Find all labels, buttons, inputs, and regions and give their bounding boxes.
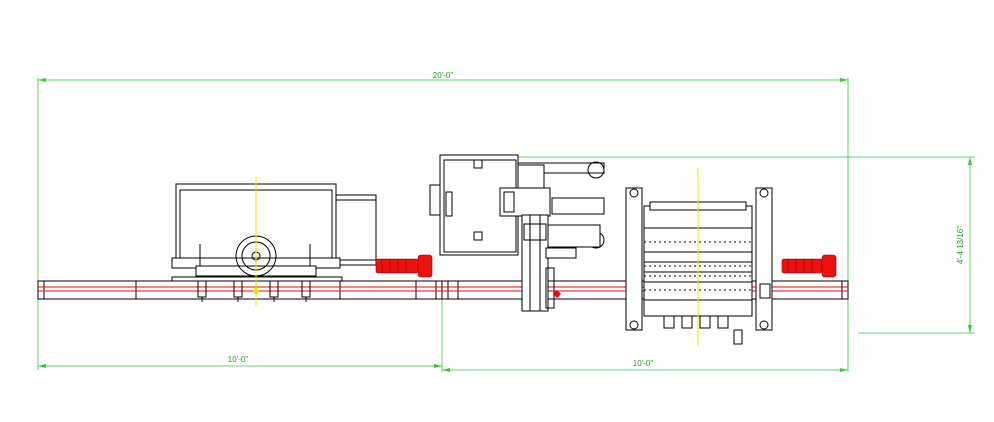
transfer-mechanism (499, 161, 605, 312)
hopper-feet (197, 280, 311, 302)
height-dimension: 4'-4 13/16" (480, 156, 975, 334)
overall-length-label: 20'-0" (433, 71, 454, 80)
left-drive-motor (375, 254, 433, 278)
centerline-marker (253, 288, 259, 294)
control-cabinet (429, 154, 519, 256)
hopper-unit (171, 176, 377, 306)
overall-length-dimension: 20'-0" (37, 71, 849, 372)
processing-unit (625, 168, 773, 346)
left-section-label: 10'-0" (228, 355, 249, 364)
right-drive-motor (781, 254, 837, 278)
left-section-dimension: 10'-0" (38, 290, 443, 372)
red-marker (553, 290, 561, 298)
height-label: 4'-4 13/16" (956, 226, 965, 264)
right-section-dimension: 10'-0" (442, 359, 848, 372)
bottom-fittings (663, 315, 743, 345)
right-section-label: 10'-0" (633, 359, 654, 368)
